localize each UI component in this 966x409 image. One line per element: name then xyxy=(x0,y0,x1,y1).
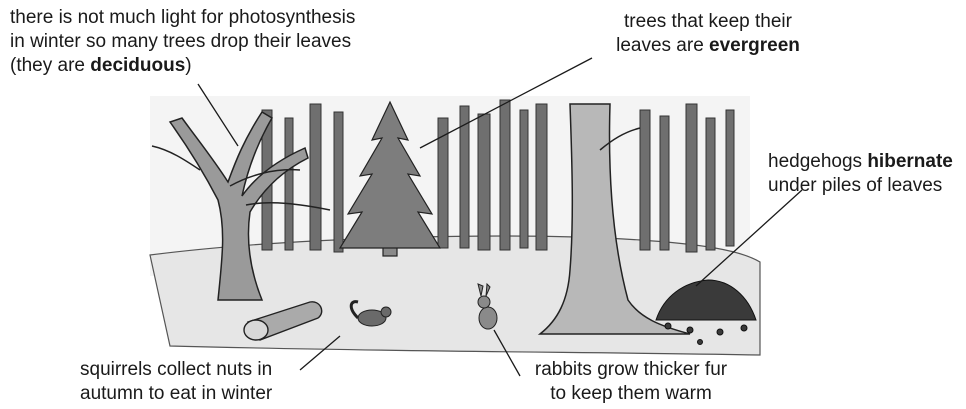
deciduous-label: there is not much light for photosynthes… xyxy=(10,6,355,78)
rabbits-line-2: to keep them warm xyxy=(516,382,746,406)
deciduous-line-3-prefix: (they are xyxy=(10,55,90,76)
rabbits-line-1: rabbits grow thicker fur xyxy=(516,358,746,382)
deciduous-term: deciduous xyxy=(90,55,185,76)
hedgehogs-label: hedgehogs hibernate under piles of leave… xyxy=(768,150,953,198)
hedgehogs-line-1-prefix: hedgehogs xyxy=(768,151,867,172)
squirrels-line-2: autumn to eat in winter xyxy=(80,382,272,406)
deciduous-line-2: in winter so many trees drop their leave… xyxy=(10,30,355,54)
evergreen-label: trees that keep their leaves are evergre… xyxy=(598,10,818,58)
hedgehogs-line-2: under piles of leaves xyxy=(768,174,953,198)
hibernate-term: hibernate xyxy=(867,151,953,172)
deciduous-line-1: there is not much light for photosynthes… xyxy=(10,6,355,30)
squirrels-line-1: squirrels collect nuts in xyxy=(80,358,272,382)
evergreen-term: evergreen xyxy=(709,35,800,56)
deciduous-line-3-suffix: ) xyxy=(185,55,191,76)
evergreen-line-1: trees that keep their xyxy=(598,10,818,34)
squirrels-label: squirrels collect nuts in autumn to eat … xyxy=(80,358,272,406)
rabbits-label: rabbits grow thicker fur to keep them wa… xyxy=(516,358,746,406)
evergreen-line-2-prefix: leaves are xyxy=(616,35,709,56)
evergreen-line-2: leaves are evergreen xyxy=(598,34,818,58)
hedgehogs-line-1: hedgehogs hibernate xyxy=(768,150,953,174)
deciduous-line-3: (they are deciduous) xyxy=(10,54,355,78)
